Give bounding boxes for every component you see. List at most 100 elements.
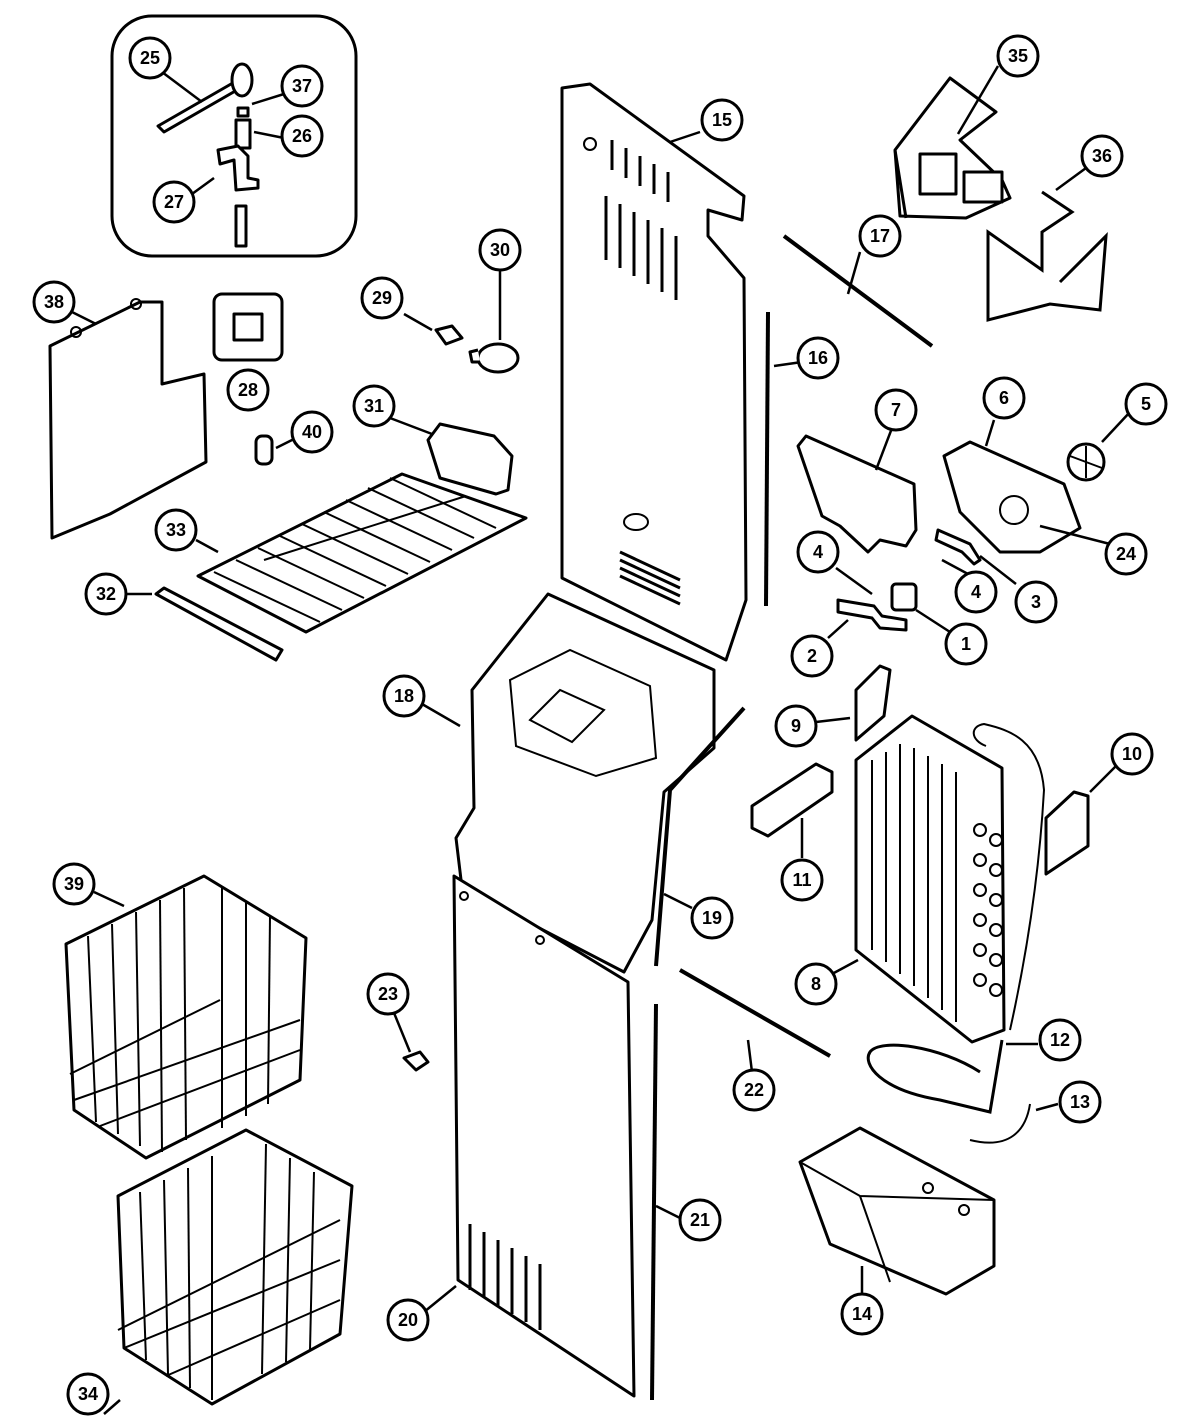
callout-label: 32 — [96, 584, 116, 604]
callout-27: 27 — [152, 180, 196, 224]
part-18-duct — [454, 592, 716, 974]
callout-2: 2 — [790, 634, 834, 678]
part-6-shroud — [942, 440, 1082, 554]
callout-13: 13 — [1058, 1080, 1102, 1124]
callout-3: 3 — [1014, 580, 1058, 624]
callout-19: 19 — [690, 896, 734, 940]
part-20-panel — [452, 874, 636, 1398]
part-16-strip — [764, 311, 770, 607]
callout-34: 34 — [66, 1372, 110, 1416]
callout-label: 23 — [378, 984, 398, 1004]
callout-4b: 4 — [954, 570, 998, 614]
callout-label: 4 — [813, 542, 823, 562]
callout-18: 18 — [382, 674, 426, 718]
callout-37: 37 — [280, 64, 324, 108]
callout-label: 3 — [1031, 592, 1041, 612]
part-39-basket — [64, 874, 308, 1160]
callout-label: 37 — [292, 76, 312, 96]
callout-40: 40 — [290, 410, 334, 454]
callout-label: 10 — [1122, 744, 1142, 764]
callout-label: 35 — [1008, 46, 1028, 66]
part-22-strip — [679, 968, 831, 1058]
part-8-evaporator — [854, 714, 1046, 1044]
callout-label: 34 — [78, 1384, 98, 1404]
part-33-shelf — [196, 472, 528, 634]
callout-11: 11 — [780, 858, 824, 902]
callout-5: 5 — [1124, 382, 1168, 426]
callout-17: 17 — [858, 214, 902, 258]
callout-label: 9 — [791, 716, 801, 736]
part-12-heater — [866, 1039, 1004, 1114]
callout-label: 14 — [852, 1304, 872, 1324]
callout-39: 39 — [52, 862, 96, 906]
callout-15: 15 — [700, 98, 744, 142]
callout-label: 31 — [364, 396, 384, 416]
part-5-fan — [1066, 442, 1106, 482]
callout-4a: 4 — [796, 530, 840, 574]
callout-label: 38 — [44, 292, 64, 312]
callout-label: 19 — [702, 908, 722, 928]
callouts: 25 37 26 27 35 36 15 17 16 38 29 30 28 3… — [32, 34, 1168, 1416]
callout-24: 24 — [1104, 532, 1148, 576]
part-14-pan — [798, 1126, 996, 1296]
part-10 — [1044, 790, 1090, 876]
callout-9: 9 — [774, 704, 818, 748]
callout-32: 32 — [84, 572, 128, 616]
part-38-panel — [48, 298, 208, 540]
callout-label: 36 — [1092, 146, 1112, 166]
part-21-strip — [650, 1003, 658, 1401]
part-19-strip — [654, 706, 746, 967]
callout-label: 1 — [961, 634, 971, 654]
part-9 — [854, 664, 892, 742]
callout-label: 13 — [1070, 1092, 1090, 1112]
callout-28: 28 — [226, 368, 270, 412]
callout-label: 25 — [140, 48, 160, 68]
part-7-gasket — [796, 434, 918, 554]
callout-label: 18 — [394, 686, 414, 706]
part-31-cover — [426, 422, 514, 496]
part-13-wire — [969, 1103, 1031, 1144]
part-34-basket — [116, 1128, 354, 1406]
callout-label: 30 — [490, 240, 510, 260]
part-17-strip — [782, 234, 934, 348]
callout-33: 33 — [154, 508, 198, 552]
callout-7: 7 — [874, 388, 918, 432]
leader-lines — [71, 65, 1131, 1415]
callout-8: 8 — [794, 962, 838, 1006]
part-29-30-light — [434, 324, 520, 374]
callout-label: 7 — [891, 400, 901, 420]
callout-20: 20 — [386, 1298, 430, 1342]
callout-label: 28 — [238, 380, 258, 400]
callout-6: 6 — [982, 376, 1026, 420]
part-15-panel — [560, 82, 748, 662]
callout-38: 38 — [32, 280, 76, 324]
callout-label: 40 — [302, 422, 322, 442]
callout-label: 29 — [372, 288, 392, 308]
callout-label: 6 — [999, 388, 1009, 408]
part-32-rod — [154, 586, 284, 662]
part-40 — [254, 434, 274, 466]
part-23-plug — [402, 1050, 430, 1072]
callout-label: 16 — [808, 348, 828, 368]
callout-label: 2 — [807, 646, 817, 666]
callout-label: 11 — [792, 870, 811, 890]
part-28-switch — [212, 292, 284, 362]
part-3-bracket — [934, 528, 982, 566]
part-36-seal — [986, 190, 1108, 322]
callout-label: 17 — [870, 226, 890, 246]
callout-label: 5 — [1141, 394, 1151, 414]
callout-35: 35 — [996, 34, 1040, 78]
callout-1: 1 — [944, 622, 988, 666]
callout-label: 26 — [292, 126, 312, 146]
callout-label: 39 — [64, 874, 84, 894]
callout-label: 24 — [1116, 544, 1136, 564]
callout-26: 26 — [280, 114, 324, 158]
callout-label: 21 — [690, 1210, 710, 1230]
callout-16: 16 — [796, 336, 840, 380]
callout-14: 14 — [840, 1292, 884, 1336]
inset-box — [110, 14, 358, 258]
callout-10: 10 — [1110, 732, 1154, 776]
callout-label: 33 — [166, 520, 186, 540]
part-2-bracket — [836, 598, 908, 632]
